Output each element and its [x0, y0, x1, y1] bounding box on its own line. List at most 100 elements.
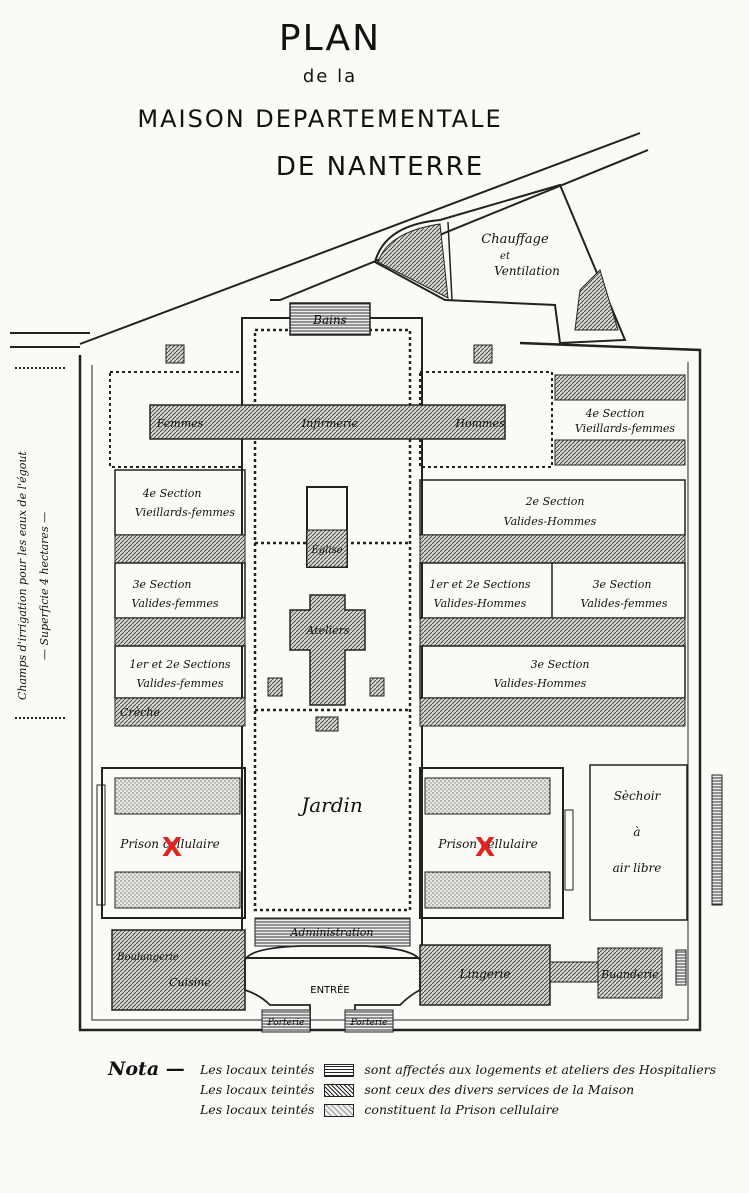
legend-row-2-text: sont ceux des divers services de la Mais…: [364, 1082, 635, 1097]
bench-left: [96, 784, 106, 906]
site-plan: Bains Femmes Infirmerie Hommes 4e Sectio…: [10, 132, 723, 1033]
prison-left-wing-bottom: [114, 871, 241, 909]
s3-left-label-2: Valides-femmes: [131, 597, 218, 610]
legend-row-1-text: sont affectés aux logements et ateliers …: [364, 1062, 716, 1077]
infirmerie-label: Infirmerie: [301, 417, 359, 430]
s3-right-low-label-2: Valides-Hommes: [494, 677, 587, 690]
s2-right-label-1: 2e Section: [525, 495, 585, 508]
sechoir-enclosure: [589, 764, 688, 921]
small-kiosk-court-left: [267, 677, 283, 697]
s4-right-label-1: 4e Section: [585, 407, 645, 420]
sechoir-label-1: Sèchoir: [614, 789, 662, 803]
bar-right-2: [419, 617, 686, 647]
hommes-label: Hommes: [454, 417, 505, 430]
cuisine-label: Cuisine: [169, 976, 211, 989]
s3-right-low-label-1: 3e Section: [531, 658, 590, 671]
sechoir-label-2: à: [633, 825, 640, 839]
plan-subtitle-nanterre: DE NANTERRE: [275, 152, 485, 182]
s4-left-label-1: 4e Section: [142, 487, 202, 500]
lingerie-connector: [549, 961, 601, 983]
ateliers-label: Ateliers: [305, 624, 349, 637]
porterie-left-label: Porterie: [267, 1018, 305, 1028]
legend-swatch-striped: [324, 1064, 355, 1077]
bench-far-right: [711, 774, 723, 906]
road-line-upper: [79, 132, 641, 345]
block-12-left: [114, 645, 246, 699]
small-kiosk-left: [165, 344, 185, 364]
prison-right-label: Prison cellulaire: [437, 837, 537, 851]
entrance-court: [244, 945, 421, 1030]
bains-building: [289, 302, 371, 336]
administration-label: Administration: [289, 926, 373, 939]
creche-bar: [114, 697, 246, 727]
s3-rightb-label-1: 3e Section: [593, 578, 652, 591]
s12-left-label-1: 1er et 2e Sections: [129, 658, 231, 671]
bains-label: Bains: [312, 313, 347, 327]
bar-left-1: [114, 534, 246, 564]
marker-x-left: X: [162, 833, 182, 863]
central-court-dotted: [253, 328, 412, 912]
chauffage-hatched-corner: [377, 223, 449, 299]
bar-left-2: [114, 617, 246, 647]
chauffage-divider: [447, 221, 453, 301]
jardin-label: Jardin: [297, 793, 363, 817]
s12-right-label-2: Valides-Hommes: [434, 597, 527, 610]
bar-right-1: [419, 534, 686, 564]
s3-left-label-1: 3e Section: [133, 578, 192, 591]
administration-building: [254, 917, 411, 947]
enclosure-top-right: [419, 371, 553, 468]
s4-left-label-2: Vieillards-femmes: [135, 506, 236, 519]
chauffage-label: Chauffage: [481, 232, 549, 247]
s2-right-label-2: Valides-Hommes: [504, 515, 597, 528]
prison-right-enclosure: [419, 767, 564, 919]
entree-label: ENTRÉE: [310, 983, 350, 996]
plan-title: PLAN: [278, 18, 382, 59]
building-4e-right-top: [554, 374, 686, 401]
prison-left-enclosure: [101, 767, 246, 919]
road-line-lower: [270, 149, 649, 301]
legend-swatch-hatched: [324, 1084, 355, 1097]
s3-rightb-label-2: Valides-femmes: [580, 597, 667, 610]
legend-swatch-stippled: [324, 1104, 355, 1117]
porterie-right-label: Porterie: [350, 1018, 388, 1028]
legend-row-3-prefix: Les locaux teintés: [200, 1102, 315, 1117]
ateliers-building: [289, 594, 366, 706]
eglise-building: [306, 529, 348, 568]
prison-right-wing-bottom: [424, 871, 551, 909]
block-4e-left: [114, 469, 246, 536]
bench-mid-right: [564, 809, 574, 891]
building-4e-right-bottom: [554, 439, 686, 466]
lingerie-label: Lingerie: [459, 967, 511, 981]
chauffage-et-label: et: [500, 251, 511, 262]
s12-left-label-2: Valides-femmes: [136, 677, 223, 690]
sechoir-label-3: air libre: [613, 861, 662, 875]
block-3e-right: [419, 645, 686, 699]
boulangerie-cuisine-building: [111, 929, 246, 1011]
prison-left-label: Prison cellulaire: [119, 837, 219, 851]
legend-row-1: Les locaux teintés sont affectés aux log…: [200, 1062, 716, 1077]
s12-right-label-1: 1er et 2e Sections: [429, 578, 531, 591]
plan-subtitle-maison: MAISON DEPARTEMENTALE: [137, 105, 503, 133]
buanderie-building: [597, 947, 663, 999]
small-block-court: [315, 716, 339, 732]
porterie-left: [261, 1009, 311, 1033]
small-kiosk-right: [473, 344, 493, 364]
legend-row-3: Les locaux teintés constituent la Prison…: [200, 1102, 559, 1117]
legend-row-2-prefix: Les locaux teintés: [200, 1082, 315, 1097]
legend-row-1-prefix: Les locaux teintés: [200, 1062, 315, 1077]
chauffage-plot: [373, 183, 627, 345]
plan-subtitle-de-la: de la: [302, 66, 358, 87]
outer-wall: [78, 341, 702, 1032]
chauffage-small-hatch: [574, 269, 619, 331]
femmes-label: Femmes: [156, 417, 204, 430]
legend-row-3-text: constituent la Prison cellulaire: [364, 1102, 559, 1117]
prison-right-wing-top: [424, 777, 551, 815]
enclosure-top-left: [109, 371, 243, 468]
side-text-irrigation: Champs d'irrigation pour les eaux de l'é…: [16, 451, 29, 700]
legend-nota: Nota —: [108, 1058, 185, 1080]
boulangerie-label: Boulangerie: [116, 952, 179, 963]
prison-left-wing-top: [114, 777, 241, 815]
legend-row-2: Les locaux teintés sont ceux des divers …: [200, 1082, 634, 1097]
eglise-label: Église: [310, 544, 342, 556]
small-shed-right: [675, 949, 687, 986]
